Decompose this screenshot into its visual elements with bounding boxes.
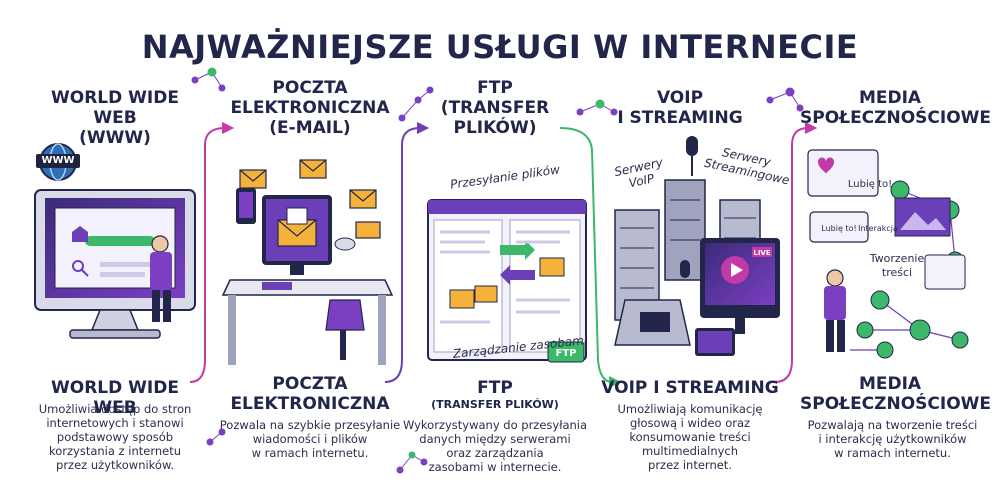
email-phone [236, 188, 256, 224]
create-content-label: Tworzenie treści [869, 252, 925, 279]
like-small-label: Lubię to! [821, 224, 857, 233]
column-3-footer-title: FTP [477, 378, 513, 398]
column-1-footer-title: WORLD WIDE WEB [51, 378, 179, 418]
email-monitor [262, 195, 332, 275]
column-2-title: POCZTA ELEKTRONICZNA (E-MAIL) [230, 78, 390, 138]
ftp-window [427, 199, 587, 361]
www-monitor [34, 189, 196, 339]
email-desk [221, 237, 394, 365]
column-5-footer-title: MEDIA SPOŁECZNOŚCIOWE [800, 374, 992, 414]
column-4-title: VOIP I STREAMING [617, 88, 743, 128]
microphone-icon [680, 136, 698, 278]
flow-arrow-2 [384, 122, 430, 383]
flow-arrow-3 [559, 127, 622, 388]
column-2-description: Pozwala na szybkie przesyłanie wiadomośc… [219, 418, 401, 460]
network-dots [191, 67, 804, 474]
column-3-title: FTP (TRANSFER PLIKÓW) [440, 78, 550, 138]
www-badge-text: WWW [41, 155, 75, 166]
www-person [150, 235, 172, 322]
streaming-screen: LIVE [700, 238, 780, 334]
ftp-badge-text: FTP [556, 348, 577, 359]
social-panels [807, 149, 966, 290]
column-5-description: Pozwalają na tworzenie treści i interakc… [807, 418, 978, 460]
social-person [824, 269, 846, 352]
www-globe-icon [36, 143, 80, 181]
column-2-footer-title: POCZTA ELEKTRONICZNA [230, 374, 390, 414]
interaction-label: Interakcja [858, 224, 898, 233]
column-4-footer-title: VOIP I STREAMING [601, 378, 779, 398]
column-4-description: Umożliwiają komunikację głosową i wideo … [617, 402, 763, 472]
column-5-title: MEDIA SPOŁECZNOŚCIOWE [800, 88, 992, 128]
live-badge-text: LIVE [753, 249, 770, 257]
column-1-title: WORLD WIDE WEB (WWW) [51, 88, 179, 148]
email-envelopes [239, 159, 381, 239]
ftp-badge: FTP [547, 341, 585, 363]
like-label: Lubię to! [847, 179, 893, 190]
desk-phone [614, 299, 691, 346]
column-3-description: Wykorzystywany do przesyłania danych mię… [402, 418, 588, 474]
column-1-description: Umożliwia dostęp do stron internetowych … [38, 402, 192, 472]
tablet [695, 328, 735, 356]
page-title: NAJWAŻNIEJSZE USŁUGI W INTERNECIE [141, 28, 859, 66]
flow-arrow-1 [189, 122, 235, 383]
column-3-footer-subtitle: (TRANSFER PLIKÓW) [431, 398, 559, 411]
flow-arrow-4 [774, 122, 818, 383]
